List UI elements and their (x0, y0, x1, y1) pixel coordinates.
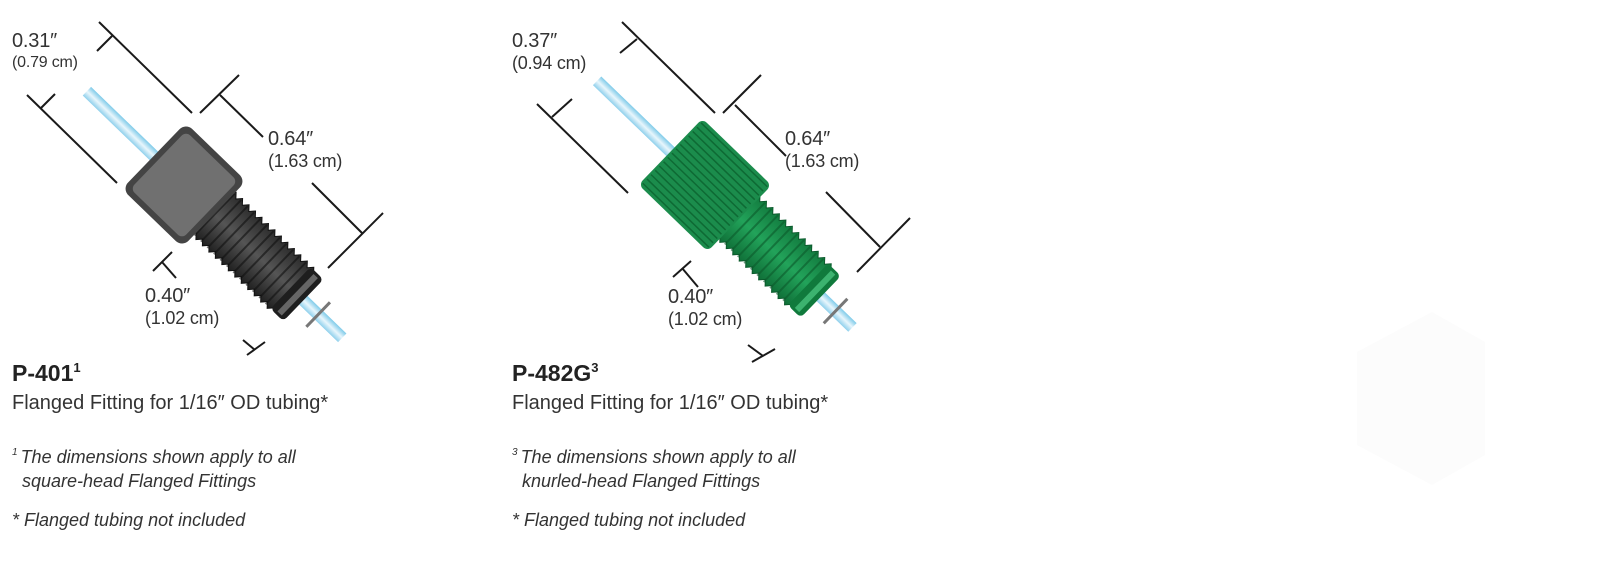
thread-groove (762, 239, 805, 283)
thread-groove (232, 230, 275, 274)
dimension-inches: 0.64″ (268, 128, 314, 150)
dimension-inches: 0.31″ (12, 30, 58, 52)
thread-groove (213, 211, 255, 255)
knurl-ridge (688, 135, 756, 201)
hexagon-watermark (1357, 312, 1485, 485)
knurl-ridge (654, 169, 722, 235)
knurl-ridge (663, 161, 731, 227)
knurl-ridge (650, 174, 718, 240)
thread-groove (200, 199, 242, 243)
thread-groove (769, 245, 812, 289)
knurl-ridge (671, 152, 739, 218)
p482g-part-number: P-482G3 (512, 360, 599, 387)
thread-groove (775, 252, 818, 296)
thread-groove (737, 214, 779, 258)
thread-groove (226, 224, 268, 268)
dimension-inches: 0.40″ (668, 286, 714, 308)
thread-groove (245, 242, 288, 287)
footnote-line: The dimensions shown apply to all (520, 447, 796, 467)
knurl-ridge (683, 139, 752, 205)
footnote-marker: 3 (591, 360, 599, 375)
thread-groove (239, 236, 281, 280)
p401-overall-dimension: 0.64″ (1.63 cm) (268, 128, 342, 172)
p401-description: Flanged Fitting for 1/16″ OD tubing* (12, 392, 329, 414)
dimension-inches: 0.37″ (512, 30, 558, 52)
thread-groove (730, 208, 773, 252)
part-number-text: P-401 (12, 360, 74, 386)
footnote-line: square-head Flanged Fittings (22, 471, 257, 491)
dimension-cm: (1.63 cm) (268, 151, 343, 171)
p482g-dimension-lines (536, 21, 911, 363)
footnote-marker: 3 (512, 447, 518, 458)
knurl-ridge (700, 122, 768, 188)
knurl-ridge (667, 156, 735, 222)
knurl-ridge (679, 143, 747, 209)
flange (305, 301, 332, 328)
p401-part-number: P-4011 (12, 360, 81, 387)
dimension-inches: 0.64″ (785, 128, 831, 150)
knurl-ridge (658, 165, 727, 231)
p482g-head-dimension: 0.37″ (0.94 cm) (512, 30, 586, 74)
knurl-ridge (642, 182, 710, 248)
thread-groove (258, 255, 301, 299)
p482g-description: Flanged Fitting for 1/16″ OD tubing* (512, 392, 829, 414)
thread-groove (756, 233, 799, 277)
thread-groove (743, 220, 786, 264)
thread-groove (264, 261, 307, 305)
p401-tubing-note: * Flanged tubing not included (12, 510, 246, 530)
p482g-thread-dimension: 0.40″ (1.02 cm) (668, 286, 742, 330)
p401-fitting-image (82, 86, 347, 343)
dimension-cm: (1.63 cm) (785, 151, 860, 171)
thread-groove (749, 227, 792, 271)
footnote-marker: 1 (12, 447, 18, 458)
thread-groove (724, 201, 766, 246)
part-number-text: P-482G (512, 360, 592, 386)
p401-thread-dimension: 0.40″ (1.02 cm) (145, 285, 219, 329)
dimension-inches: 0.40″ (145, 285, 191, 307)
p401-head-dimension: 0.31″ (0.79 cm) (12, 30, 78, 74)
p482g-fitting-image (592, 76, 857, 332)
p482g-tubing-note: * Flanged tubing not included (512, 510, 746, 530)
thread-groove (219, 217, 262, 262)
thread-groove (782, 258, 825, 302)
knurl-ridge (692, 130, 760, 196)
thread-groove (206, 205, 249, 249)
footnote-line: The dimensions shown apply to all (20, 447, 296, 467)
knurl-ridge (646, 178, 714, 244)
p482g-overall-dimension: 0.64″ (1.63 cm) (785, 128, 859, 172)
p401-dimension-lines (26, 21, 384, 356)
thread-groove (193, 192, 236, 237)
dimension-cm: (1.02 cm) (668, 309, 743, 329)
knurl-ridge (675, 148, 743, 214)
dimension-cm: (0.79 cm) (12, 54, 78, 71)
thread-groove (251, 249, 294, 293)
knurl-ridge (696, 126, 764, 192)
footnote-line: knurled-head Flanged Fittings (522, 471, 761, 491)
dimension-cm: (0.94 cm) (512, 53, 587, 73)
dimension-cm: (1.02 cm) (145, 308, 220, 328)
flange (822, 297, 849, 325)
footnote-marker: 1 (73, 360, 81, 375)
